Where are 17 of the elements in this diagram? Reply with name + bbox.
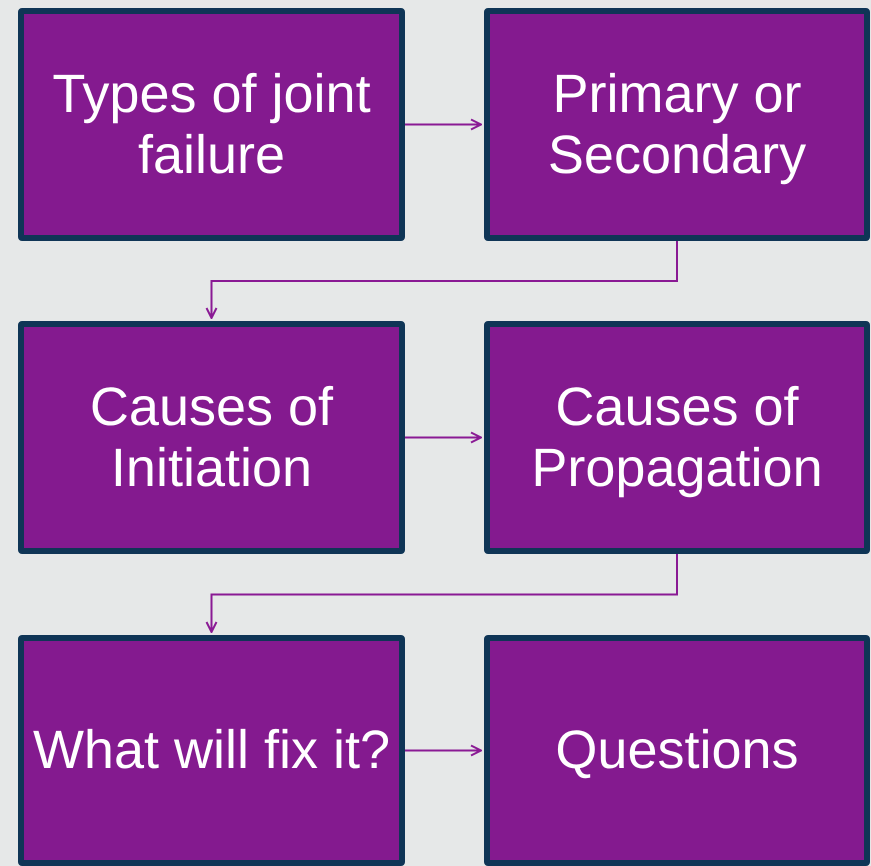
- arrow: [405, 432, 482, 444]
- box-label: Primary or Secondary: [546, 64, 808, 185]
- arrow: [206, 241, 678, 319]
- process-box: [18, 8, 405, 241]
- box-label: Questions: [555, 720, 799, 781]
- process-box: [484, 8, 870, 241]
- process-box: [484, 321, 870, 554]
- process-box: [18, 635, 405, 866]
- box-label: What will fix it?: [32, 720, 390, 781]
- box-label: Causes of Initiation: [88, 377, 334, 498]
- box-label: Causes of Propagation: [530, 377, 824, 498]
- process-box: [18, 321, 405, 554]
- process-box: [484, 635, 870, 866]
- arrow: [206, 554, 678, 633]
- arrow: [405, 118, 482, 130]
- box-label: Types of joint failure: [51, 64, 372, 185]
- arrow: [405, 744, 482, 756]
